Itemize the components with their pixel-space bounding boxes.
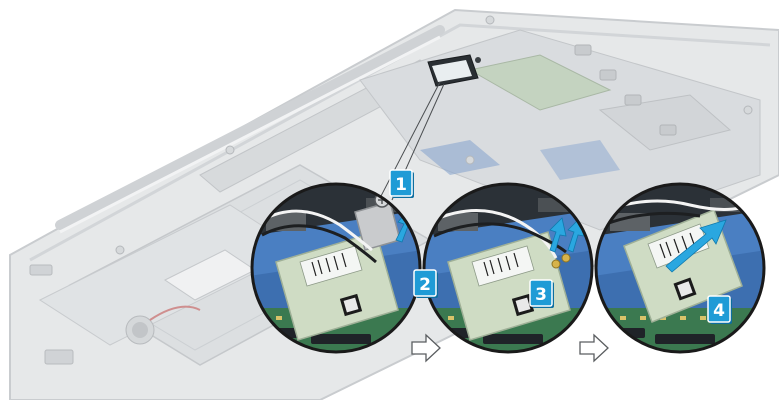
step-badge-1: 1 — [389, 169, 414, 198]
wlan-card-location — [427, 54, 481, 87]
step-number: 4 — [713, 301, 725, 321]
wlan-card — [275, 231, 399, 341]
antenna-cable-icon — [433, 209, 558, 259]
zoom-view-step-4 — [594, 182, 766, 354]
laptop-chassis — [9, 8, 779, 400]
antenna-cable-icon — [261, 209, 373, 252]
step-number: 3 — [535, 285, 547, 305]
step-badge-3: 3 — [529, 279, 554, 308]
step-badge-4: 4 — [707, 295, 732, 324]
zoom-view-step-3 — [422, 182, 594, 354]
zoom-view-step-1 — [250, 182, 422, 354]
step-number: 1 — [395, 175, 407, 195]
outline-right-arrow-icon — [411, 333, 441, 363]
step-badge-2: 2 — [413, 269, 438, 298]
antenna-cable-icon — [605, 199, 741, 212]
outline-right-arrow-icon — [579, 333, 609, 363]
step-number: 2 — [419, 275, 431, 295]
arrow-disconnect-icon — [549, 217, 567, 253]
arrow-slide-out-icon — [665, 219, 727, 273]
wlan-card — [447, 231, 571, 341]
